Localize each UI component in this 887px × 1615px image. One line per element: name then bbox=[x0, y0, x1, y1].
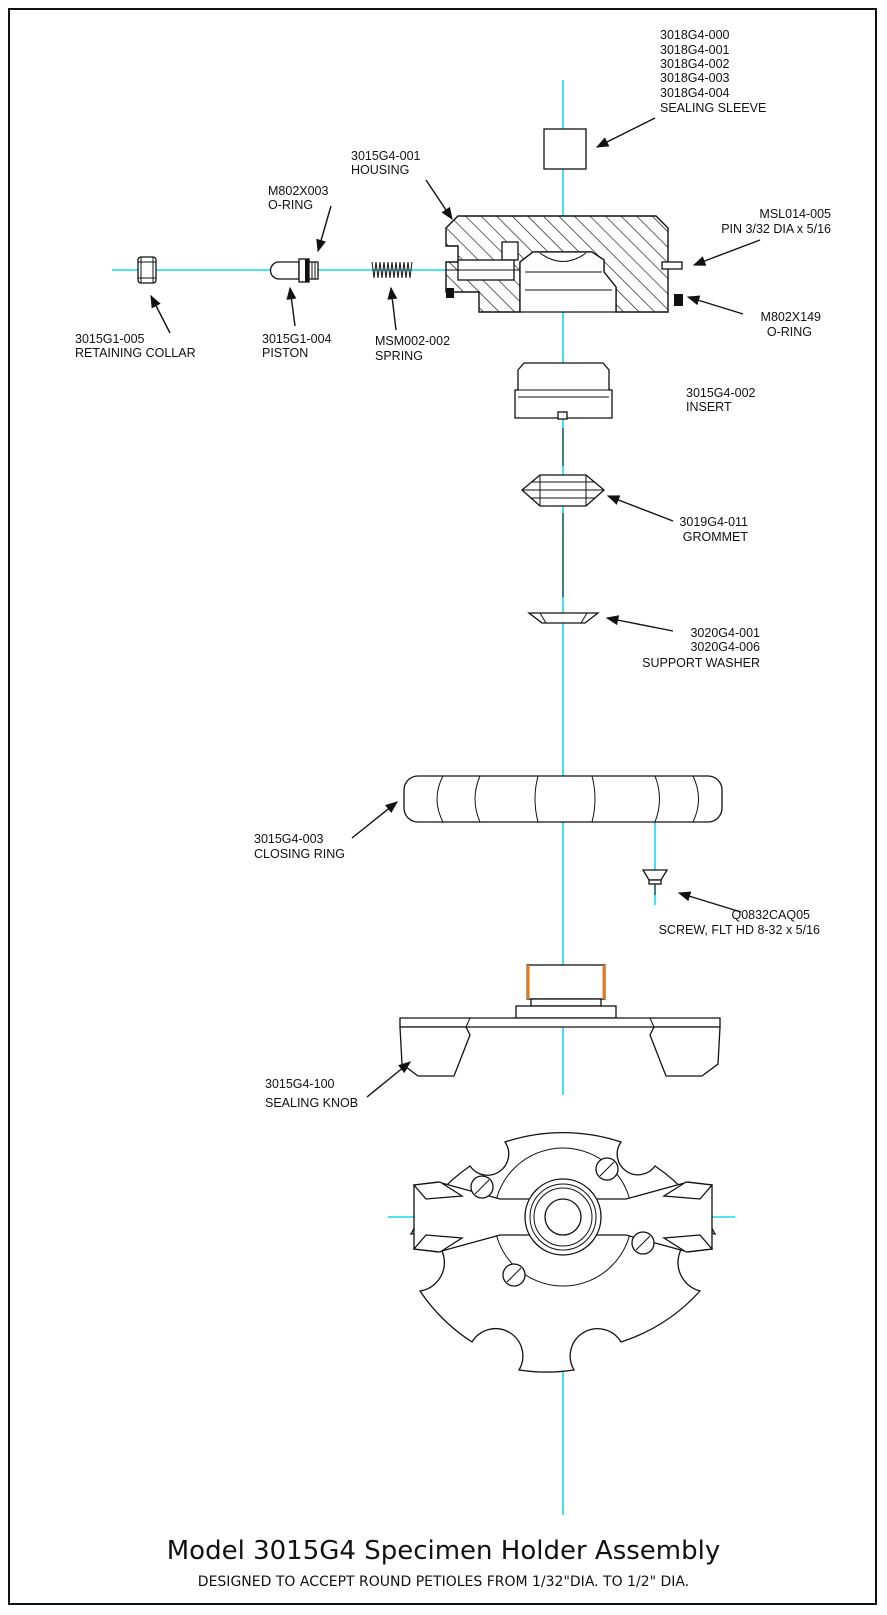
sealing-knob-part bbox=[399, 964, 721, 1077]
support-washer-part bbox=[527, 612, 600, 624]
retaining-collar-number: 3015G1-005 bbox=[75, 332, 145, 346]
screw-leader bbox=[677, 891, 742, 913]
pin-name: PIN 3/32 DIA x 5/16 bbox=[721, 222, 831, 236]
oring-large-leader bbox=[686, 295, 744, 315]
housing-oring-left bbox=[446, 288, 454, 298]
sealing-sleeve-number-2: 3018G4-002 bbox=[660, 57, 730, 71]
housing-pin-hole bbox=[501, 241, 519, 261]
retaining-collar-part bbox=[137, 256, 157, 284]
pin-number: MSL014-005 bbox=[759, 207, 831, 221]
sealing-sleeve-leader bbox=[595, 117, 656, 148]
piston-name: PISTON bbox=[262, 346, 308, 360]
drawing-title: Model 3015G4 Specimen Holder Assembly bbox=[166, 1536, 721, 1566]
closing-ring-name: CLOSING RING bbox=[254, 847, 345, 861]
closing-ring-part bbox=[403, 775, 723, 823]
spring-part bbox=[371, 261, 413, 279]
oring-small-number: M802X003 bbox=[268, 184, 329, 198]
support-washer-leader bbox=[605, 615, 674, 632]
sealing-knob-leader bbox=[366, 1061, 411, 1098]
grommet-part bbox=[521, 474, 605, 507]
sealing-sleeve-number-3: 3018G4-003 bbox=[660, 71, 730, 85]
housing-leader bbox=[425, 179, 453, 221]
housing-number: 3015G4-001 bbox=[351, 149, 421, 163]
screw-number: Q0832CAQ05 bbox=[731, 908, 810, 922]
housing-name: HOUSING bbox=[351, 163, 409, 177]
support-washer-number-1: 3020G4-006 bbox=[690, 640, 760, 654]
grommet-number: 3019G4-011 bbox=[679, 515, 748, 529]
insert-part bbox=[514, 362, 613, 420]
spring-leader bbox=[387, 286, 398, 331]
pin-leader bbox=[692, 239, 761, 266]
sealing-sleeve-part bbox=[543, 128, 587, 170]
support-washer-number-0: 3020G4-001 bbox=[690, 626, 760, 640]
oring-large-name: O-RING bbox=[767, 325, 812, 339]
retaining-collar-name: RETAINING COLLAR bbox=[75, 346, 196, 360]
bottom-view-screw-3 bbox=[631, 1231, 655, 1255]
sealing-sleeve-number-0: 3018G4-000 bbox=[660, 28, 730, 42]
spring-name: SPRING bbox=[375, 349, 423, 363]
screw-name: SCREW, FLT HD 8-32 x 5/16 bbox=[659, 923, 820, 937]
sealing-sleeve-name: SEALING SLEEVE bbox=[660, 101, 766, 115]
grommet-name: GROMMET bbox=[683, 530, 749, 544]
spring-number: MSM002-002 bbox=[375, 334, 450, 348]
labels: 3018G4-000 3018G4-001 3018G4-002 3018G4-… bbox=[75, 28, 831, 1110]
drawing-subtitle: DESIGNED TO ACCEPT ROUND PETIOLES FROM 1… bbox=[197, 1574, 690, 1590]
sealing-knob-number: 3015G4-100 bbox=[265, 1077, 335, 1091]
piston-part bbox=[269, 258, 319, 283]
oring-small-name: O-RING bbox=[268, 198, 313, 212]
sealing-sleeve-number-4: 3018G4-004 bbox=[660, 86, 730, 100]
grommet-leader bbox=[606, 495, 674, 522]
retaining-collar-leader bbox=[150, 294, 171, 334]
closing-ring-number: 3015G4-003 bbox=[254, 832, 324, 846]
drawing-border bbox=[8, 8, 877, 1605]
oring-small-leader bbox=[316, 205, 332, 253]
sealing-knob-name: SEALING KNOB bbox=[265, 1096, 358, 1110]
insert-number: 3015G4-002 bbox=[686, 386, 756, 400]
closing-ring-leader bbox=[351, 801, 398, 839]
housing-part bbox=[445, 215, 683, 313]
support-washer-name: SUPPORT WASHER bbox=[642, 656, 760, 670]
bottom-view-screw-1 bbox=[595, 1157, 619, 1181]
bottom-view bbox=[409, 1132, 717, 1373]
sealing-sleeve-number-1: 3018G4-001 bbox=[660, 43, 730, 57]
housing-pin bbox=[661, 261, 683, 270]
insert-name: INSERT bbox=[686, 400, 732, 414]
screw-part bbox=[641, 869, 669, 895]
housing-oring-right bbox=[674, 294, 683, 306]
bottom-view-screw-2 bbox=[470, 1175, 494, 1199]
piston-number: 3015G1-004 bbox=[262, 332, 332, 346]
bottom-view-screw-4 bbox=[502, 1263, 526, 1287]
oring-large-number: M802X149 bbox=[761, 310, 822, 324]
piston-leader bbox=[286, 286, 297, 327]
